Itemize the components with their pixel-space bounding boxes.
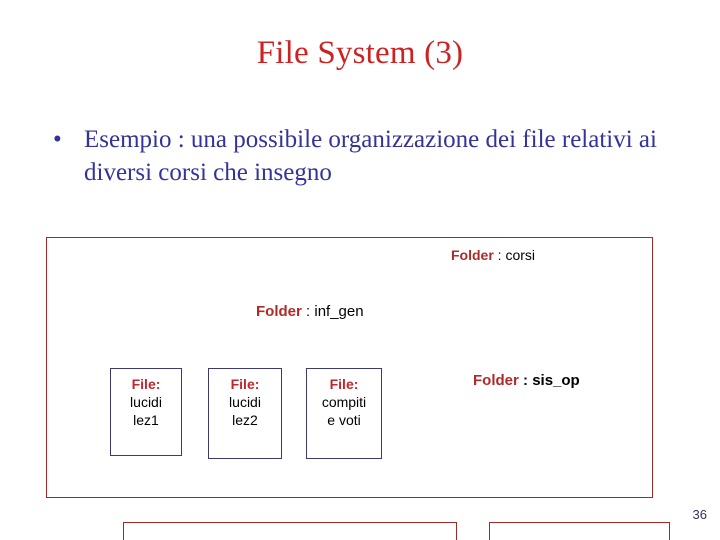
folder-keyword: Folder — [451, 247, 494, 263]
folder-keyword: Folder — [256, 303, 302, 320]
folder-inf-gen-box — [123, 522, 457, 540]
folder-corsi-label: Folder : corsi — [451, 246, 535, 264]
bullet-item-label: Esempio : una possibile organizzazione d… — [84, 126, 657, 186]
folder-sis-op-label: Folder : sis_op — [473, 371, 580, 390]
bullet-dot-icon: • — [53, 126, 62, 153]
folder-inf-gen-label: Folder : inf_gen — [256, 302, 364, 321]
file-name-line1: lucidi — [130, 394, 162, 410]
bullet-item: • Esempio : una possibile organizzazione… — [46, 123, 666, 189]
file-name-line1: compiti — [321, 394, 367, 410]
file-node: File: compiti e voti — [306, 368, 382, 459]
file-keyword: File: — [329, 376, 359, 392]
folder-name-value: inf_gen — [314, 303, 364, 320]
file-node: File: lucidi lez2 — [208, 368, 282, 459]
file-name-line2: lez2 — [232, 412, 258, 428]
slide-body: • Esempio : una possibile organizzazione… — [46, 123, 666, 189]
folder-keyword: Folder — [473, 372, 519, 389]
file-keyword: File: — [230, 376, 260, 392]
file-node: File: lucidi lez1 — [110, 368, 182, 456]
folder-sis-op-box — [489, 522, 670, 540]
file-name-line2: lez1 — [133, 412, 159, 428]
folder-name-value: corsi — [505, 247, 536, 263]
folder-separator: : — [493, 247, 506, 263]
folder-separator: : — [301, 303, 315, 320]
file-name-line2: e voti — [327, 412, 361, 428]
file-keyword: File: — [131, 376, 161, 392]
file-name-line1: lucidi — [229, 394, 261, 410]
page-number: 36 — [692, 507, 707, 522]
folder-name-value: sis_op — [532, 372, 580, 389]
page-title: File System (3) — [256, 35, 464, 71]
folder-separator: : — [518, 372, 533, 389]
